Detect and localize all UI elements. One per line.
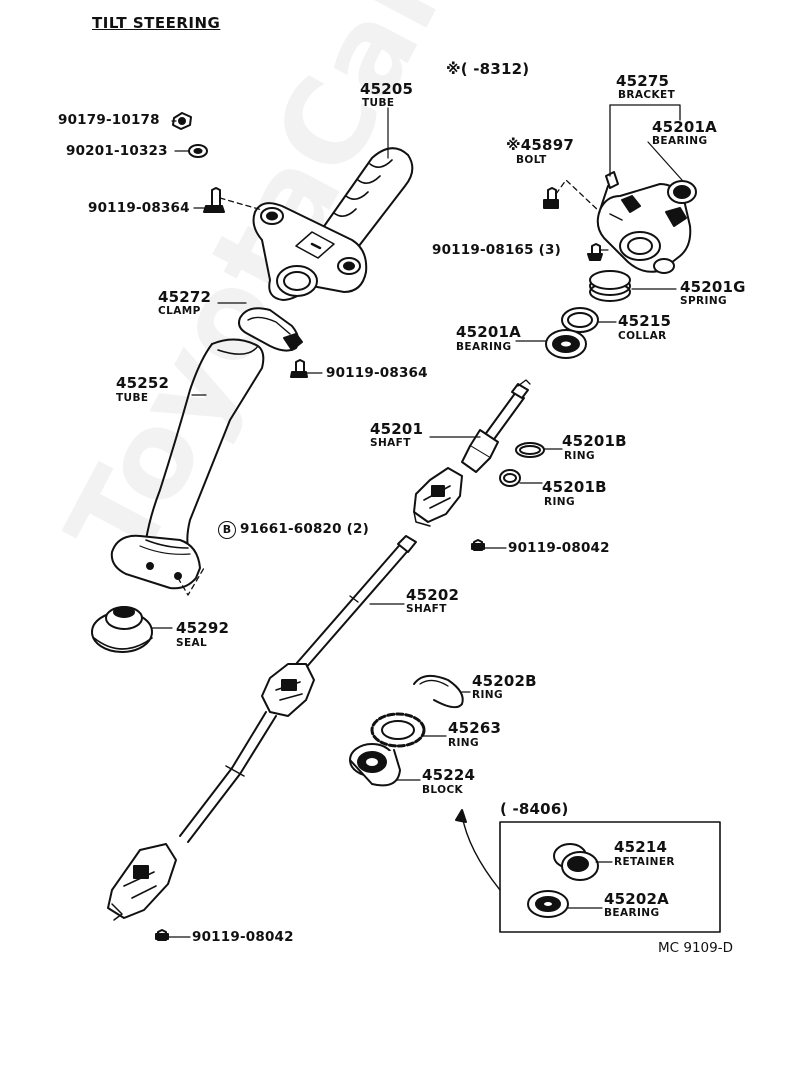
bolt-90119-08165 xyxy=(587,243,603,261)
part-name-45252: TUBE xyxy=(116,392,149,404)
part-number-45272: 45272 xyxy=(158,288,212,306)
part-number-45205: 45205 xyxy=(360,80,414,98)
part-number-45201a-mid: 45201A xyxy=(456,323,521,341)
bracket-45275 xyxy=(596,104,692,274)
bolt-90119-08364-mid xyxy=(290,359,308,378)
block-45224 xyxy=(349,743,401,787)
bolt-45897 xyxy=(543,179,601,213)
part-name-45201a-top: BEARING xyxy=(652,135,708,147)
ring-45201b-lower xyxy=(499,469,521,487)
part-number-45292: 45292 xyxy=(176,619,230,637)
spring-45201g xyxy=(589,270,631,302)
arrow-head xyxy=(455,809,467,823)
part-name-45201a-mid: BEARING xyxy=(456,341,512,353)
bearing-45201a-mid xyxy=(545,329,587,359)
part-number-91661: 91661-60820 (2) xyxy=(240,521,369,537)
tube-45252 xyxy=(110,338,265,596)
part-name-45201b-lower: RING xyxy=(544,496,575,508)
part-number-45201a-top: 45201A xyxy=(652,118,717,136)
part-number-90119-08165: 90119-08165 (3) xyxy=(432,242,561,258)
part-number-45263: 45263 xyxy=(448,719,502,737)
retainer-45214 xyxy=(553,843,599,881)
part-number-90119-08364-top: 90119-08364 xyxy=(88,200,190,216)
inset-note: ( -8406) xyxy=(500,800,569,818)
part-name-45292: SEAL xyxy=(176,637,208,649)
seal-45292 xyxy=(91,606,153,653)
part-name-45202b: RING xyxy=(472,689,503,701)
part-number-90179: 90179-10178 xyxy=(58,112,160,128)
b-mark-icon: B xyxy=(218,521,236,539)
part-number-45252: 45252 xyxy=(116,374,170,392)
part-name-45275: BRACKET xyxy=(618,89,676,101)
part-name-45201g: SPRING xyxy=(680,295,728,307)
part-number-90119-08042-bottom: 90119-08042 xyxy=(192,929,294,945)
part-name-45214: RETAINER xyxy=(614,856,675,868)
part-number-90119-08042-mid: 90119-08042 xyxy=(508,540,610,556)
revision-note: ※( -8312) xyxy=(446,60,530,78)
part-number-45897: ※45897 xyxy=(506,136,574,154)
part-name-45224: BLOCK xyxy=(422,784,464,796)
part-number-45201: 45201 xyxy=(370,420,424,438)
inset-box xyxy=(499,821,721,933)
leader-lines xyxy=(151,107,683,938)
bolt-90119-08364-top xyxy=(203,187,225,213)
shaft-45202 xyxy=(107,535,417,921)
part-number-45201b-lower: 45201B xyxy=(542,478,607,496)
ring-45202b xyxy=(413,674,464,709)
clamp-45272 xyxy=(238,307,303,352)
part-number-45201b-upper: 45201B xyxy=(562,432,627,450)
part-number-45201g: 45201G xyxy=(680,278,746,296)
part-name-45272: CLAMP xyxy=(158,305,201,317)
part-name-45202: SHAFT xyxy=(406,603,447,615)
bearing-45201a-top xyxy=(667,180,697,204)
part-number-45202: 45202 xyxy=(406,586,460,604)
part-number-45224: 45224 xyxy=(422,766,476,784)
part-name-45201: SHAFT xyxy=(370,437,411,449)
part-name-45215: COLLAR xyxy=(618,330,667,342)
figure-code: MC 9109-D xyxy=(658,940,733,956)
bolt-90119-08042-bottom xyxy=(155,929,169,941)
part-number-45275: 45275 xyxy=(616,72,670,90)
diagram-title: TILT STEERING xyxy=(92,14,221,32)
part-number-45202a: 45202A xyxy=(604,890,669,908)
washer-90201 xyxy=(188,144,208,158)
ring-45263 xyxy=(370,712,426,748)
nut-90179 xyxy=(172,112,192,130)
part-number-90201: 90201-10323 xyxy=(66,143,168,159)
part-number-45202b: 45202B xyxy=(472,672,537,690)
part-number-45215: 45215 xyxy=(618,312,672,330)
part-name-45205: TUBE xyxy=(362,97,395,109)
part-name-45202a: BEARING xyxy=(604,907,660,919)
ring-45201b-upper xyxy=(515,442,545,458)
bearing-45202a xyxy=(527,890,569,918)
tube-45205 xyxy=(219,147,414,301)
part-name-45201b-upper: RING xyxy=(564,450,595,462)
part-number-45214: 45214 xyxy=(614,838,668,856)
shaft-45201 xyxy=(413,379,531,527)
collar-45215 xyxy=(561,307,599,333)
part-number-90119-08364-mid: 90119-08364 xyxy=(326,365,428,381)
part-name-45897: BOLT xyxy=(516,154,547,166)
part-name-45263: RING xyxy=(448,737,479,749)
inset-arrow xyxy=(461,814,501,891)
bolt-90119-08042-mid xyxy=(471,539,485,551)
